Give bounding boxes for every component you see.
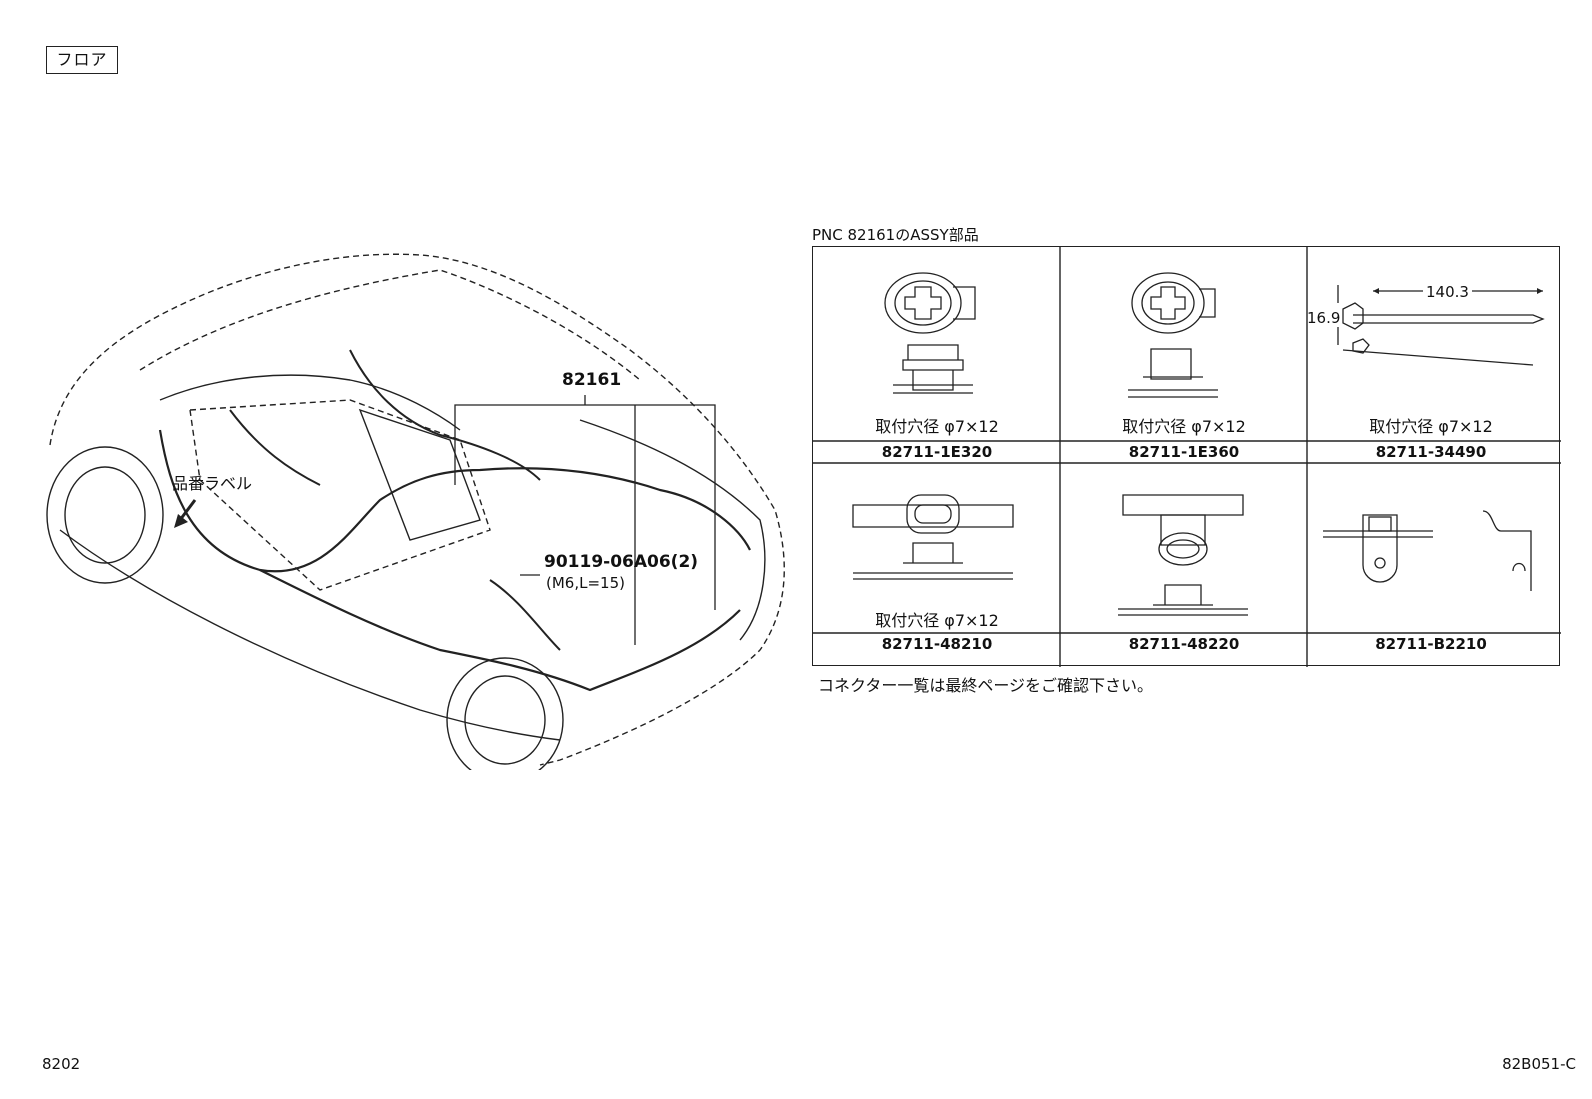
car-lower-line [59, 529, 561, 741]
clip-1e320-drawing [884, 272, 976, 394]
clip-48220-drawing [1118, 494, 1248, 616]
front-wheel [46, 446, 164, 584]
rear-wheel-inner [464, 675, 546, 765]
callout-bracket [454, 395, 716, 645]
clip-48210-drawing [852, 494, 1014, 580]
front-wheel-inner [64, 466, 146, 564]
dim-height: 16.9 [1307, 309, 1341, 327]
page-code-left: 8202 [42, 1055, 81, 1073]
connector-note: コネクター一覧は最終ページをご確認下さい。 [818, 676, 1154, 695]
mount-hole-4: 取付穴径 φ7×12 [875, 611, 999, 630]
page-code-right: 82B051-C [1502, 1055, 1576, 1073]
mount-hole-1: 取付穴径 φ7×12 [875, 417, 999, 436]
wire-harness-main [158, 429, 751, 573]
bolt-callout: 90119-06A06(2) [544, 552, 699, 572]
section-label: フロア [46, 46, 118, 74]
wire-harness-branch-4 [489, 579, 561, 651]
mount-hole-3: 取付穴径 φ7×12 [1369, 417, 1493, 436]
car-window-line [189, 399, 491, 591]
part-number-5: 82711-48220 [1128, 635, 1240, 653]
label-arrow-head [174, 514, 188, 528]
bolt-spec: (M6,L=15) [546, 574, 625, 592]
part-number-2: 82711-1E360 [1128, 443, 1240, 461]
wire-harness-branch-2 [349, 349, 541, 481]
assy-table-title: PNC 82161のASSY部品 [812, 226, 979, 244]
part-number-6: 82711-B2210 [1375, 635, 1487, 653]
label-arrow [178, 499, 197, 521]
label-callout: 品番ラベル [172, 474, 253, 493]
clip-1e360-drawing [1128, 272, 1218, 398]
mount-hole-2: 取付穴径 φ7×12 [1122, 417, 1246, 436]
table-grid-lines [813, 247, 1561, 667]
part-number-4: 82711-48210 [881, 635, 993, 653]
cable-tie-34490-drawing [1337, 285, 1545, 366]
assy-parts-table: 取付穴径 φ7×12 82711-1E320 取付穴径 φ7×12 82711-… [812, 246, 1561, 667]
car-back-door [579, 419, 766, 641]
car-rear-window [358, 408, 481, 541]
car-body-outline [49, 253, 785, 766]
dim-length: 140.3 [1423, 283, 1472, 301]
part-number-1: 82711-1E320 [881, 443, 993, 461]
rear-wheel [446, 657, 564, 770]
bracket-b2210-drawing [1323, 510, 1532, 591]
part-number-3: 82711-34490 [1375, 443, 1487, 461]
wire-harness-branch-3 [229, 409, 321, 486]
wire-harness-branch-1 [259, 569, 741, 692]
part-callout-82161: 82161 [562, 370, 622, 390]
car-roof-line [139, 269, 641, 381]
car-side-line [159, 374, 461, 431]
vehicle-wiring-diagram [46, 253, 785, 770]
